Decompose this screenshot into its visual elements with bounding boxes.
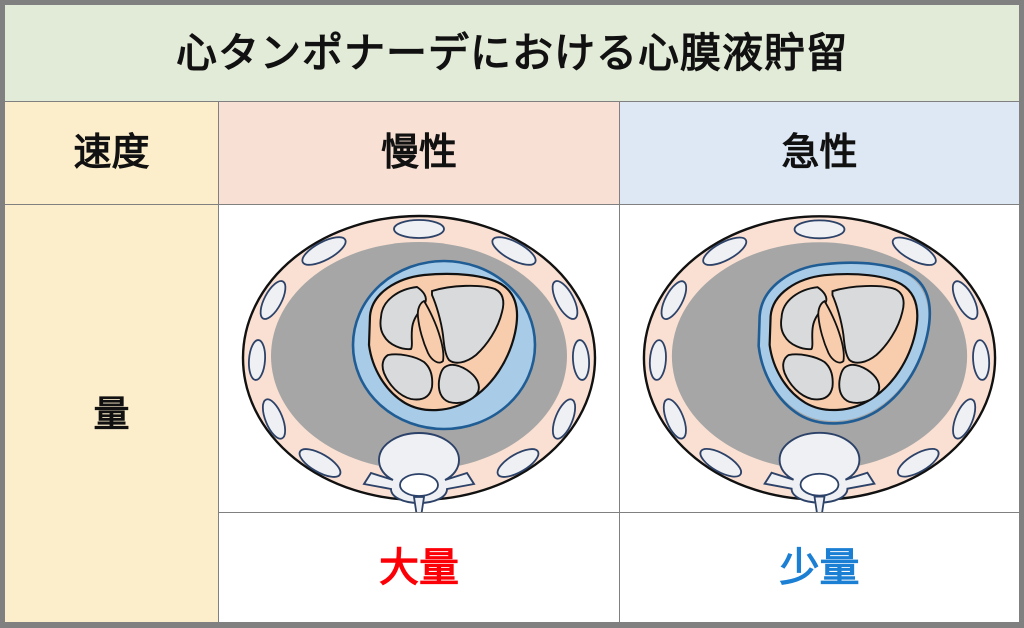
rib-icon xyxy=(261,398,287,440)
heart-chamber xyxy=(780,286,828,351)
acute-pericardial-effusion-diagram xyxy=(642,215,997,512)
rib-icon xyxy=(660,280,688,320)
spinous-process xyxy=(813,495,826,512)
page-title: 心タンポナーデにおける心膜液貯留 xyxy=(5,5,1019,101)
acute-diagram-cell xyxy=(620,205,1019,512)
acute-amount-cell: 少量 xyxy=(620,513,1019,622)
rib-icon xyxy=(699,447,743,478)
acute-amount-label: 少量 xyxy=(779,545,860,590)
vertebra xyxy=(362,432,476,512)
vertebra xyxy=(763,431,876,512)
rib-icon xyxy=(247,339,267,381)
rib-icon xyxy=(551,280,579,320)
ribs-group xyxy=(247,219,591,478)
heart-chamber xyxy=(381,353,434,401)
header-chronic: 慢性 xyxy=(219,102,619,204)
rib-icon xyxy=(298,448,342,478)
rib-icon xyxy=(551,398,577,440)
ribs-group xyxy=(648,219,991,478)
comparison-table: 心タンポナーデにおける心膜液貯留 速度 慢性 急性 量 xyxy=(5,5,1019,623)
rib-icon xyxy=(648,339,667,381)
rib-icon xyxy=(952,398,977,440)
rib-icon xyxy=(702,236,748,266)
interventricular-septum xyxy=(817,299,845,364)
heart-chamber xyxy=(838,363,881,404)
header-acute-label: 急性 xyxy=(781,132,858,174)
header-acute: 急性 xyxy=(620,102,1019,204)
rib-icon xyxy=(301,236,347,266)
heart-chamber xyxy=(437,363,480,404)
heart-chamber xyxy=(379,286,427,351)
rib-icon xyxy=(891,236,937,266)
row-label-amount-text: 量 xyxy=(93,392,130,434)
heart-chamber xyxy=(431,284,505,364)
header-speed: 速度 xyxy=(5,102,218,204)
rib-icon xyxy=(259,280,287,320)
spinous-process xyxy=(412,496,426,512)
pericardium-outer-outline xyxy=(757,261,932,425)
rib-icon xyxy=(896,447,940,478)
heart-chamber xyxy=(782,353,834,401)
rib-icon xyxy=(393,219,445,239)
spinal-canal xyxy=(799,472,840,497)
rib-icon xyxy=(496,448,540,478)
spinal-canal xyxy=(399,473,439,497)
heart-chamber xyxy=(831,285,905,364)
row-label-amount: 量 xyxy=(5,205,218,622)
rib-icon xyxy=(972,339,991,381)
header-chronic-label: 慢性 xyxy=(380,132,457,174)
rib-icon xyxy=(491,236,537,266)
rib-icon xyxy=(571,339,591,381)
chronic-diagram-cell xyxy=(219,205,619,512)
rib-icon xyxy=(951,280,979,320)
header-speed-label: 速度 xyxy=(73,132,150,174)
page-title-text: 心タンポナーデにおける心膜液貯留 xyxy=(176,29,848,76)
chronic-amount-label: 大量 xyxy=(379,545,459,590)
interventricular-septum xyxy=(416,299,445,364)
chronic-pericardial-effusion-diagram xyxy=(241,214,597,512)
chronic-amount-cell: 大量 xyxy=(219,513,619,622)
rib-icon xyxy=(662,398,687,440)
rib-icon xyxy=(793,219,846,240)
